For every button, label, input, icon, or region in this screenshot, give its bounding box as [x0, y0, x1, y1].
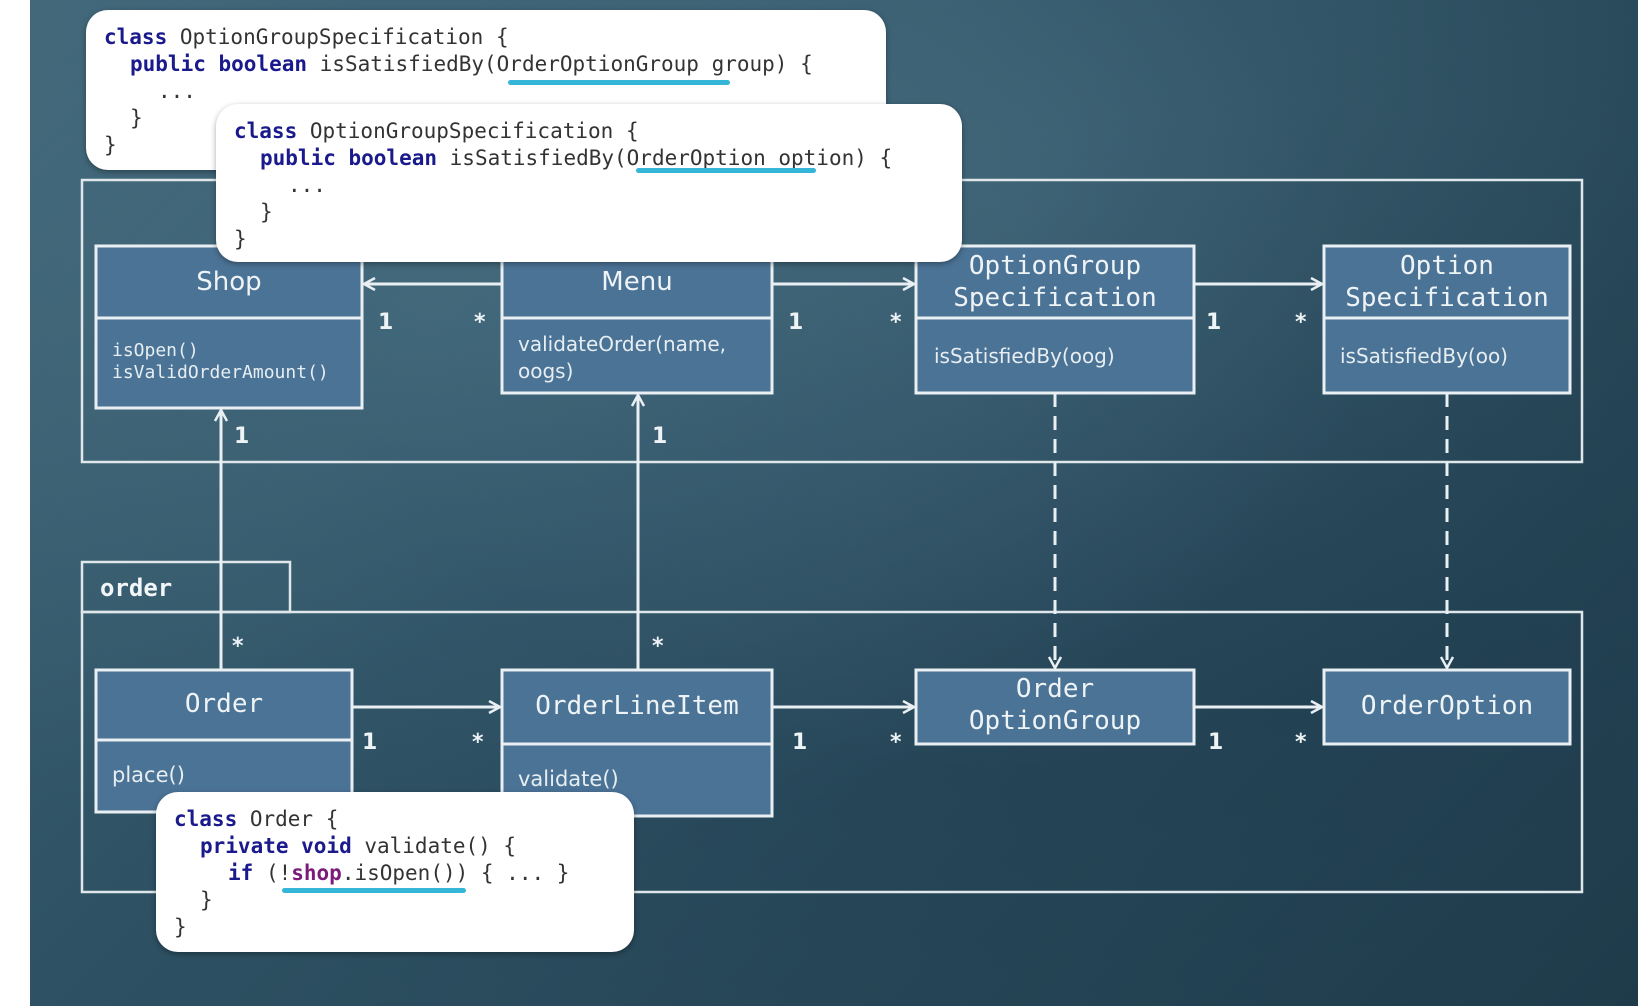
code1-line4: } [130, 106, 143, 130]
code2-line5: } [234, 227, 247, 251]
class-ops-option-specification: isSatisfiedBy(oo) [1340, 344, 1508, 368]
package-label-order: order [100, 574, 173, 602]
class-ops-order-line-item: validate() [518, 767, 619, 791]
code1-keyword-public-boolean: public boolean [130, 52, 308, 76]
class-name-order-line-item: OrderLineItem [535, 691, 739, 721]
mult-oli-oog-1: 1 [792, 730, 808, 755]
code2-line4: } [260, 200, 273, 224]
mult-menu-ogs-1: 1 [788, 310, 804, 335]
code2-line2: isSatisfiedBy(OrderOption option) { [437, 146, 893, 170]
code2-line3: ... [288, 173, 326, 197]
class-name-option-specification: Option Specification [1345, 251, 1549, 313]
class-option-group-specification [914, 244, 1196, 395]
mult-oli-oog-many: * [890, 730, 902, 755]
code3-line2: validate() { [351, 834, 517, 858]
class-name-order-option-group: Order OptionGroup [968, 674, 1142, 736]
mult-order-oli-many: * [472, 730, 484, 755]
code2-underline [636, 168, 816, 173]
class-shop [94, 244, 364, 410]
code2-line1: OptionGroupSpecification { [297, 119, 639, 143]
mult-menu-ogs-many: * [890, 310, 902, 335]
code1-line2: isSatisfiedBy(OrderOptionGroup group) { [307, 52, 813, 76]
mult-shop-menu-many: * [474, 310, 486, 335]
code2-keyword-public-boolean: public boolean [260, 146, 438, 170]
mult-menu-oli-1: 1 [652, 424, 668, 449]
class-order-option-group [914, 668, 1196, 746]
mult-shop-order-many: * [232, 634, 244, 659]
code1-line5: } [104, 133, 117, 157]
code3-var-shop: shop [291, 861, 342, 885]
mult-shop-menu-1: 1 [378, 310, 394, 335]
code3-keyword-class: class [174, 807, 238, 831]
class-ops-shop: isOpen() isValidOrderAmount() [112, 340, 329, 383]
code1-line1: OptionGroupSpecification { [167, 25, 509, 49]
code1-line3: ... [158, 79, 196, 103]
code3-keyword-if: if [228, 861, 254, 885]
code2-keyword-class: class [234, 119, 298, 143]
code-card-option-group-spec-option: class OptionGroupSpecification { public … [216, 104, 962, 262]
mult-shop-order-1: 1 [234, 424, 250, 449]
package-frame-order [80, 610, 1584, 894]
class-name-shop: Shop [196, 267, 262, 297]
code3-line5: } [174, 915, 187, 939]
class-name-order-option: OrderOption [1360, 691, 1534, 721]
mult-oog-oo-1: 1 [1208, 730, 1224, 755]
code1-keyword-class: class [104, 25, 168, 49]
code3-keyword-private-void: private void [200, 834, 352, 858]
class-name-order: Order [184, 689, 264, 719]
mult-ogs-os-many: * [1295, 310, 1307, 335]
class-option-specification [1322, 244, 1572, 395]
mult-oog-oo-many: * [1295, 730, 1307, 755]
code1-underline [508, 80, 730, 85]
code3-underline [282, 888, 466, 893]
class-menu [500, 244, 774, 395]
code3-line3-pre: (! [253, 861, 292, 885]
mult-menu-oli-many: * [652, 634, 664, 659]
class-ops-order: place() [112, 763, 185, 787]
code3-line4: } [200, 888, 213, 912]
class-name-menu: Menu [601, 267, 673, 297]
mult-order-oli-1: 1 [362, 730, 378, 755]
class-ops-option-group-specification: isSatisfiedBy(oog) [934, 344, 1115, 368]
class-ops-menu: validateOrder(name, oogs) [518, 332, 727, 383]
code3-line3-rest: .isOpen()) { ... } [341, 861, 570, 885]
mult-ogs-os-1: 1 [1206, 310, 1222, 335]
class-order-option [1322, 668, 1572, 746]
class-name-option-group-specification: OptionGroup Specification [953, 251, 1157, 313]
code-card-order-validate: class Order { private void validate() { … [156, 792, 634, 952]
code3-line1: Order { [237, 807, 339, 831]
